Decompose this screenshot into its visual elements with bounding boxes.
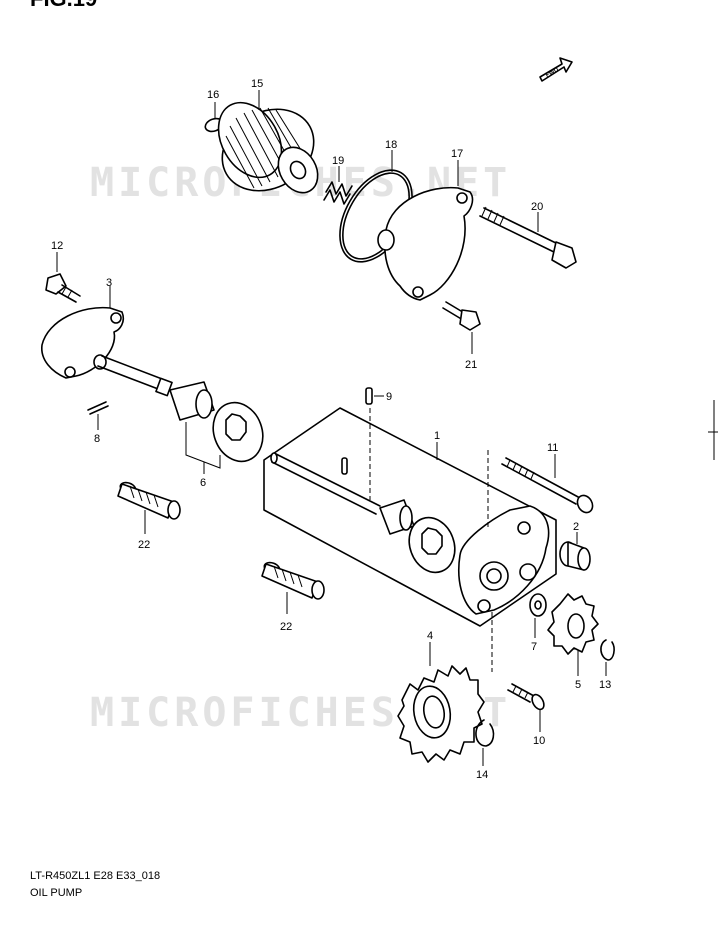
callout-14: 14 xyxy=(476,769,488,781)
callout-2: 2 xyxy=(573,521,579,533)
diagram-code: LT-R450ZL1 E28 E33_018 xyxy=(30,870,161,882)
fwd-arrow-icon: FWD xyxy=(539,57,573,82)
callout-20: 20 xyxy=(531,201,543,213)
callout-5: 5 xyxy=(575,679,581,691)
part-9-pin xyxy=(365,387,384,405)
callout-21: 21 xyxy=(465,359,477,371)
callout-labels: 1 2 3 4 5 6 7 8 9 10 11 12 13 14 15 16 1… xyxy=(51,78,611,781)
callout-22-lower: 22 xyxy=(280,621,292,633)
part-22-strainer-upper xyxy=(117,481,181,534)
part-21-bolt xyxy=(442,301,481,354)
callout-15: 15 xyxy=(251,78,263,90)
part-20-long-bolt xyxy=(479,206,577,269)
callout-10: 10 xyxy=(533,735,545,747)
callout-9: 9 xyxy=(386,391,392,403)
callout-13: 13 xyxy=(599,679,611,691)
part-1-pump-assembly xyxy=(263,407,557,672)
callout-8: 8 xyxy=(94,433,100,445)
callout-19: 19 xyxy=(332,155,344,167)
callout-1: 1 xyxy=(434,430,440,442)
part-7-washer xyxy=(529,593,547,638)
callout-7: 7 xyxy=(531,641,537,653)
part-8-pin xyxy=(87,401,109,430)
part-11-screw xyxy=(501,454,594,514)
callout-12: 12 xyxy=(51,240,63,252)
callout-4: 4 xyxy=(427,630,433,642)
callout-3: 3 xyxy=(106,277,112,289)
part-22-strainer-lower xyxy=(261,561,325,614)
part-4-driven-gear xyxy=(397,642,485,763)
part-14-circlip xyxy=(475,719,495,766)
figure-label: FIG.19 xyxy=(30,0,97,11)
part-6-rotor-set xyxy=(169,381,264,474)
callout-6: 6 xyxy=(200,477,206,489)
part-5-drive-gear xyxy=(547,593,599,676)
part-12-bolt xyxy=(45,252,81,303)
diagram-title: OIL PUMP xyxy=(30,887,83,899)
callout-16: 16 xyxy=(207,89,219,101)
part-2-bushing xyxy=(559,532,591,571)
part-10-screw xyxy=(507,683,545,732)
part-3-pump-cover xyxy=(41,286,173,397)
part-19-spring xyxy=(323,166,353,205)
callout-17: 17 xyxy=(451,148,463,160)
callout-22-upper: 22 xyxy=(138,539,150,551)
callout-11: 11 xyxy=(547,442,558,454)
callout-18: 18 xyxy=(385,139,397,151)
part-15-oil-filter xyxy=(217,90,319,194)
part-17-filter-cap xyxy=(377,160,474,301)
part-13-circlip xyxy=(600,639,615,676)
